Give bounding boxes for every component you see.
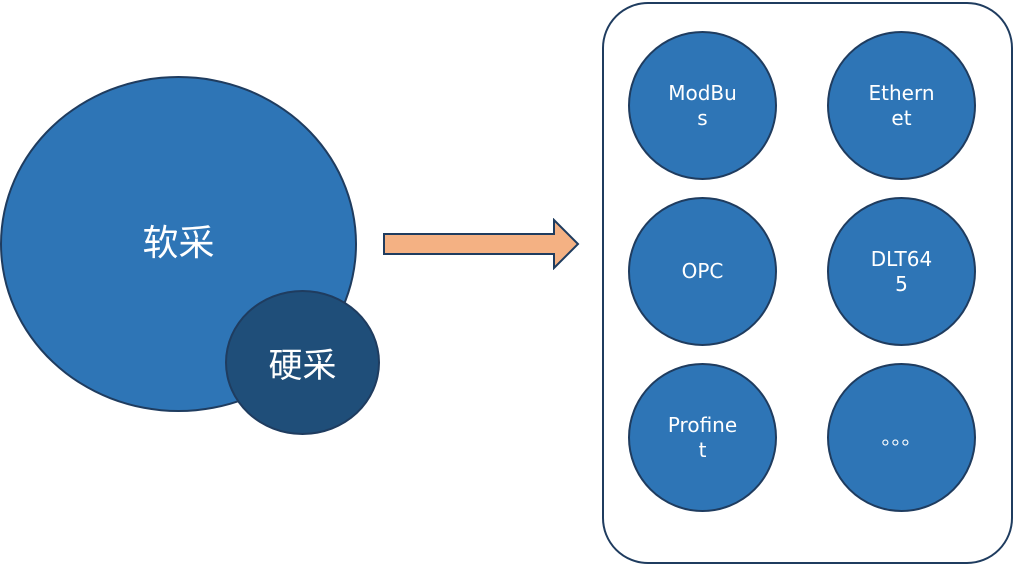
protocol-circle-more: 。。。 <box>827 363 976 512</box>
protocol-label-line: 5 <box>895 271 908 296</box>
protocol-label-line: Ethern <box>868 80 935 105</box>
soft-collection-label: 软采 <box>142 223 215 264</box>
protocol-label-line: Profine <box>667 412 738 437</box>
protocol-label-line: 。。。 <box>881 425 922 449</box>
protocol-circle-profinet: Profine t <box>628 363 777 512</box>
protocol-label-line: et <box>891 105 912 130</box>
protocol-label-line: t <box>698 437 707 462</box>
protocol-circle-ethernet: Ethern et <box>827 31 976 180</box>
hard-collection-label: 硬采 <box>268 346 337 386</box>
protocol-label-line: ModBu <box>668 80 737 105</box>
protocol-label-line: s <box>697 105 708 130</box>
hard-collection-circle: 硬采 <box>225 290 380 435</box>
soft-collection-circle: 软采 <box>0 76 357 412</box>
protocol-label-line: OPC <box>681 259 724 283</box>
protocol-circle-modbus: ModBu s <box>628 31 777 180</box>
protocol-label-line: DLT64 <box>870 246 933 271</box>
right-arrow-icon <box>383 218 580 270</box>
protocol-circle-opc: OPC <box>628 197 777 346</box>
protocol-circle-dlt645: DLT64 5 <box>827 197 976 346</box>
